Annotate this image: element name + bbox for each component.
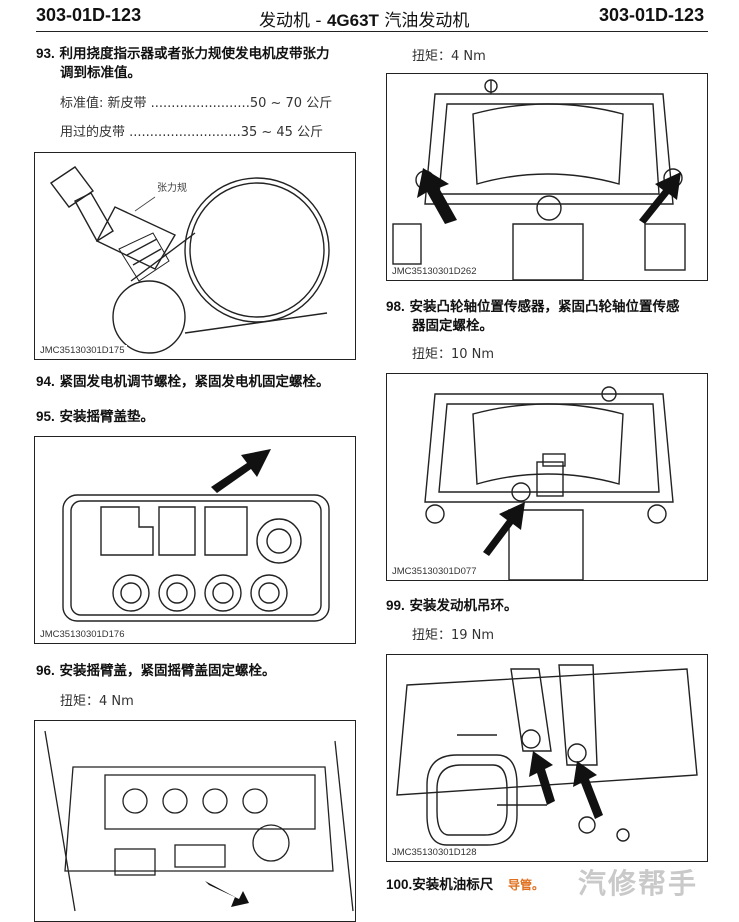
figure-caption: JMC35130301D077 bbox=[390, 566, 479, 577]
section-code-left: 303-01D-123 bbox=[36, 5, 142, 25]
page-title: 发动机 - 4G63T 汽油发动机 bbox=[259, 11, 470, 31]
tension-gauge-drawing bbox=[49, 166, 330, 354]
arrow-icon bbox=[639, 172, 681, 224]
watermark-brand: 汽修帮手 bbox=[578, 867, 699, 900]
page-header: 303-01D-123 发动机 - 4G63T 汽油发动机 303-01D-12… bbox=[0, 0, 739, 32]
step-93: 93. 利用挠度指示器或者张力规使发电机皮带张力 调到标准值。 bbox=[36, 46, 330, 81]
figure-cam-cover-bolts: JMC35130301D262 bbox=[386, 73, 708, 281]
figure-engine-hanger: JMC35130301D128 bbox=[386, 654, 708, 862]
torque-97: 扭矩：4 Nm bbox=[412, 49, 486, 64]
figure-rocker-gasket: JMC35130301D176 bbox=[34, 436, 356, 644]
step-96: 96. 安装摇臂盖，紧固摇臂盖固定螺栓。 bbox=[36, 663, 276, 679]
engine-hanger-drawing bbox=[396, 664, 698, 846]
watermark-guide-text: 导管。 bbox=[508, 878, 545, 892]
section-code-right: 303-01D-123 bbox=[599, 5, 705, 25]
figure-caption: JMC35130301D175 bbox=[38, 345, 127, 356]
figure-tension-gauge: 张力规 JMC35130301D175 bbox=[34, 152, 356, 360]
figure-caption: JMC35130301D262 bbox=[390, 266, 479, 277]
figure-caption: JMC35130301D176 bbox=[38, 629, 127, 640]
arrow-icon bbox=[211, 449, 271, 493]
watermark: 导管。 汽修帮手 bbox=[508, 858, 739, 900]
arrow-icon bbox=[205, 881, 249, 907]
std-new-belt: 标准值: 新皮带 ........................50 ~ 70… bbox=[60, 96, 333, 111]
step-99: 99. 安装发动机吊环。 bbox=[386, 598, 518, 614]
rocker-gasket-drawing bbox=[62, 449, 330, 622]
figure-rocker-cover bbox=[34, 720, 356, 922]
torque-96: 扭矩：4 Nm bbox=[60, 694, 134, 709]
rocker-cover-drawing bbox=[44, 730, 354, 912]
tension-gauge-label: 张力规 bbox=[157, 183, 187, 194]
step-94: 94. 紧固发电机调节螺栓，紧固发电机固定螺栓。 bbox=[36, 374, 330, 390]
arrow-icon bbox=[573, 761, 603, 819]
step-98: 98. 安装凸轮轴位置传感器，紧固凸轮轴位置传感 器固定螺栓。 bbox=[386, 299, 680, 334]
torque-98: 扭矩：10 Nm bbox=[412, 347, 495, 362]
header-rule bbox=[36, 31, 708, 32]
cam-sensor-drawing bbox=[424, 386, 674, 580]
figure-caption: JMC35130301D128 bbox=[390, 847, 479, 858]
arrow-icon bbox=[529, 751, 555, 805]
arrow-icon bbox=[483, 502, 525, 556]
figure-cam-sensor: JMC35130301D077 bbox=[386, 373, 708, 581]
std-used-belt: 用过的皮带 ...........................35 ~ 45… bbox=[60, 125, 324, 140]
torque-99: 扭矩：19 Nm bbox=[412, 628, 495, 643]
step-95: 95. 安装摇臂盖垫。 bbox=[36, 409, 154, 425]
arrow-icon bbox=[417, 168, 457, 224]
cam-cover-bolts-drawing bbox=[392, 79, 686, 280]
step-100: 100.安装机油标尺 bbox=[386, 877, 494, 893]
